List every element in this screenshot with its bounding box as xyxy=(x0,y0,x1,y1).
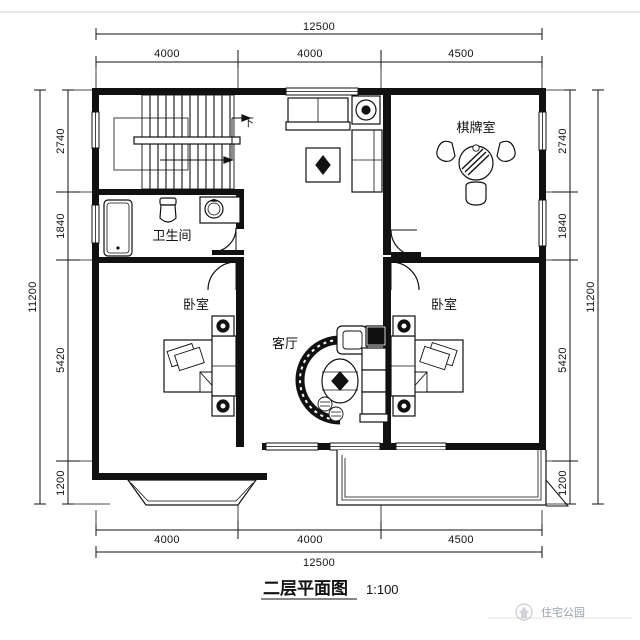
dim-top-seg-2: 4000 xyxy=(297,48,323,60)
dim-left-total: 11200 xyxy=(27,281,39,312)
kitchen-utility xyxy=(285,95,383,193)
dim-bottom-seg-1: 4000 xyxy=(154,534,180,546)
stair-down-label: 下 xyxy=(243,117,254,129)
dim-left-seg-3: 5420 xyxy=(55,347,67,373)
bathroom-label: 卫生间 xyxy=(152,228,191,243)
dimension-top: 12500 4000 4000 4500 xyxy=(95,21,543,88)
dim-left-seg-2: 1840 xyxy=(55,213,67,239)
bedroom-left-label: 卧室 xyxy=(183,297,209,312)
dim-bottom-seg-2: 4000 xyxy=(297,534,323,546)
dim-top-seg-1: 4000 xyxy=(154,48,180,60)
dim-left-seg-4: 1200 xyxy=(55,470,67,496)
dim-bottom-total: 12500 xyxy=(303,557,335,569)
dimension-left: 11200 2740 1840 5420 1200 xyxy=(27,89,110,505)
dim-top-seg-3: 4500 xyxy=(448,48,474,60)
drawing-title-block: 二层平面图 1:100 xyxy=(261,579,399,600)
dim-bottom-seg-3: 4500 xyxy=(448,534,474,546)
plan-title: 二层平面图 xyxy=(263,579,348,598)
logo-icon xyxy=(515,603,533,621)
dim-top-total: 12500 xyxy=(303,21,335,33)
dim-right-seg-4: 1200 xyxy=(557,470,569,496)
dimension-bottom: 4000 4000 4500 12500 xyxy=(95,505,543,569)
plan-scale: 1:100 xyxy=(366,582,399,597)
balcony-terrace xyxy=(336,450,570,507)
living-room: 客厅 xyxy=(272,325,389,425)
bedroom-right-label: 卧室 xyxy=(431,297,457,312)
dim-right-seg-3: 5420 xyxy=(557,347,569,373)
watermark-label: 住宅公园 xyxy=(541,605,585,619)
game-room-label: 棋牌室 xyxy=(456,120,495,135)
watermark: 住宅公园 xyxy=(488,603,632,621)
dim-right-seg-2: 1840 xyxy=(557,213,569,239)
bathroom: 卫生间 xyxy=(103,196,244,257)
bedroom-left: 卧室 xyxy=(163,261,237,417)
bedroom-right: 卧室 xyxy=(390,261,464,417)
bay-window-left-bedroom xyxy=(126,479,258,506)
windows xyxy=(91,87,547,451)
dim-left-seg-1: 2740 xyxy=(55,128,67,154)
game-room: 棋牌室 xyxy=(390,120,516,257)
living-room-label: 客厅 xyxy=(272,336,298,351)
dim-right-total: 11200 xyxy=(585,281,597,312)
staircase: 下 xyxy=(113,94,254,190)
dim-right-seg-1: 2740 xyxy=(557,128,569,154)
dimension-right: 2740 1840 5420 1200 11200 xyxy=(530,89,604,505)
